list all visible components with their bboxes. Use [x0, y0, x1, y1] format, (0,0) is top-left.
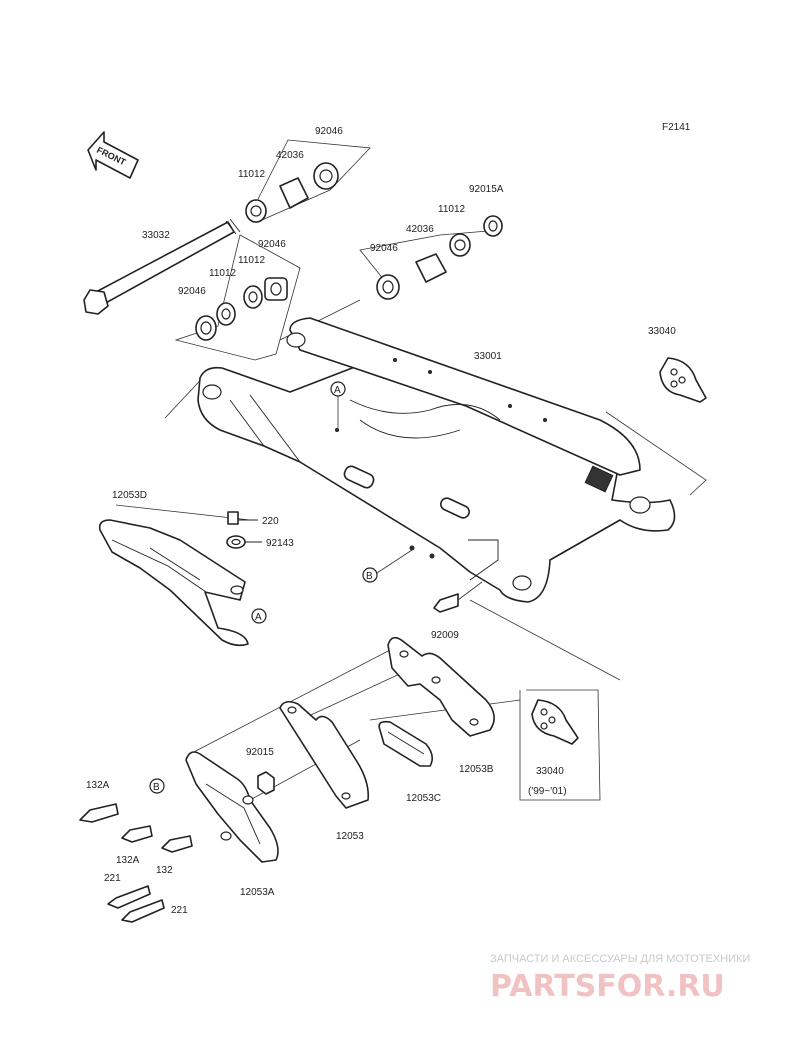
bolt-92009	[433, 581, 483, 613]
nut-92015	[257, 771, 275, 795]
bolt-221-2	[121, 899, 165, 923]
bolt-221-1	[107, 885, 151, 909]
callout-a-slider: A	[251, 608, 267, 624]
bearing-group-top	[245, 139, 371, 223]
label-12053: 12053	[336, 831, 364, 842]
label-33040-bottom: 33040	[536, 766, 564, 777]
label-11012-top: 11012	[238, 169, 266, 180]
label-92046-right: 92046	[370, 243, 398, 254]
svg-text:B: B	[366, 571, 373, 582]
adjuster-plate-33040-top	[605, 357, 707, 496]
bolt-220	[227, 511, 258, 525]
label-12053A: 12053A	[240, 887, 275, 898]
label-132: 132	[156, 865, 173, 876]
label-33001: 33001	[474, 351, 502, 362]
chain-guide-assembly	[185, 599, 621, 863]
watermark-brand: PARTSFOR.RU	[490, 969, 725, 1004]
diagram-code: F2141	[662, 122, 691, 133]
callout-b-guide: B	[149, 778, 165, 794]
svg-text:B: B	[153, 782, 160, 793]
label-132A-1: 132A	[86, 780, 110, 791]
label-221-2: 221	[171, 905, 188, 916]
label-33032: 33032	[142, 230, 170, 241]
label-92046-top: 92046	[315, 126, 343, 137]
label-92143: 92143	[266, 538, 294, 549]
label-12053D: 12053D	[112, 490, 147, 501]
label-33040-top: 33040	[648, 326, 676, 337]
label-92046-left: 92046	[178, 286, 206, 297]
watermark-tagline: ЗАПЧАСТИ И АКСЕССУАРЫ ДЛЯ МОТОТЕХНИКИ	[490, 953, 750, 965]
svg-text:A: A	[255, 612, 262, 623]
bolt-132A-1	[79, 803, 119, 823]
label-132A-2: 132A	[116, 855, 140, 866]
label-42036-right: 42036	[406, 224, 434, 235]
bearing-group-left	[174, 234, 301, 361]
label-92015: 92015	[246, 747, 274, 758]
label-11012-left: 11012	[209, 268, 237, 279]
pivot-shaft-33032	[83, 218, 241, 315]
label-33040-years: ('99~'01)	[528, 786, 567, 797]
front-arrow-icon: FRONT	[87, 131, 139, 179]
bearing-group-right	[359, 215, 503, 300]
adjuster-plate-33040-bottom	[519, 689, 601, 801]
label-92009: 92009	[431, 630, 459, 641]
label-42036-top: 42036	[276, 150, 304, 161]
washer-92143	[226, 535, 262, 549]
label-11012-mid: 11012	[238, 255, 266, 266]
label-221-1: 221	[104, 873, 121, 884]
label-220: 220	[262, 516, 279, 527]
callout-b-swingarm: B	[362, 549, 413, 583]
bolt-132	[161, 835, 193, 853]
bolt-132A-2	[121, 825, 153, 843]
label-11012-right: 11012	[438, 204, 466, 215]
callout-a-swingarm: A	[330, 381, 346, 430]
swingarm-33001	[164, 299, 676, 603]
svg-text:A: A	[334, 385, 341, 396]
label-92015A: 92015A	[469, 184, 504, 195]
label-12053C: 12053C	[406, 793, 441, 804]
label-92046-mid: 92046	[258, 239, 286, 250]
label-12053B: 12053B	[459, 764, 494, 775]
chain-slider-12053D	[98, 504, 251, 647]
